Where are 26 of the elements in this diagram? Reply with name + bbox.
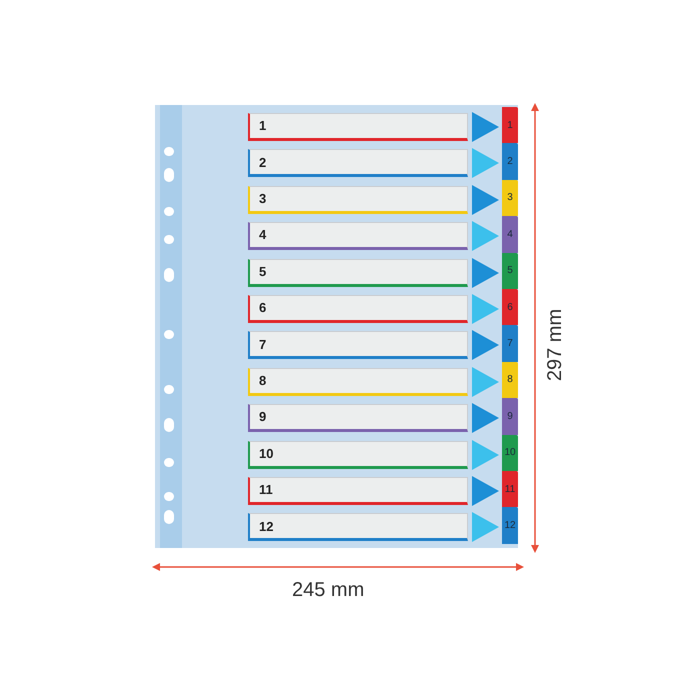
index-tab: 2 (502, 143, 518, 180)
height-dimension: 297 mm (543, 308, 567, 382)
label-field: 6 (248, 295, 468, 323)
index-tab: 12 (502, 507, 518, 544)
index-tab: 10 (502, 434, 518, 471)
index-tab: 5 (502, 252, 518, 289)
label-field: 12 (248, 513, 468, 542)
label-field: 3 (248, 186, 468, 214)
index-tab: 4 (502, 216, 518, 253)
width-dimension: 245 mm (292, 578, 364, 603)
label-field: 11 (248, 477, 468, 505)
label-field: 1 (248, 113, 468, 141)
index-tab: 6 (502, 289, 518, 326)
label-field: 10 (248, 440, 468, 469)
label-field: 9 (248, 404, 468, 432)
label-field: 4 (248, 222, 468, 250)
index-tab: 11 (502, 471, 518, 508)
index-tab: 9 (502, 398, 518, 435)
label-field: 2 (248, 149, 468, 178)
index-tab: 7 (502, 325, 518, 362)
index-tab: 8 (502, 362, 518, 398)
label-field: 7 (248, 331, 468, 360)
label-field: 8 (248, 368, 468, 396)
label-field: 5 (248, 258, 468, 287)
index-tab: 3 (502, 180, 518, 216)
index-tab: 1 (502, 107, 518, 144)
